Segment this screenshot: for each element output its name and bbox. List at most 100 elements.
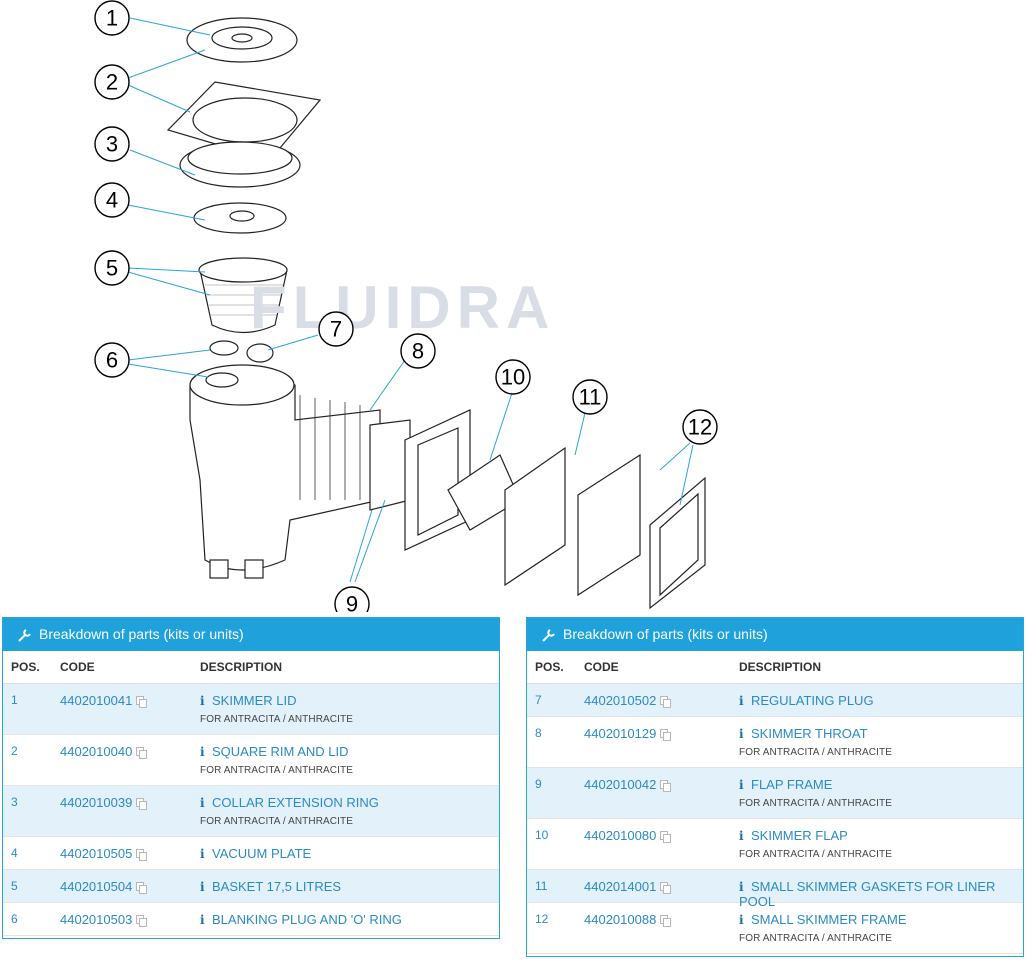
copy-icon[interactable] (660, 831, 672, 843)
row-pos: 10 (535, 828, 549, 842)
row-code[interactable]: 4402010129 (584, 717, 739, 767)
part-description-link[interactable]: VACUUM PLATE (212, 846, 312, 861)
copy-icon[interactable] (136, 849, 148, 861)
part-description-link[interactable]: SMALL SKIMMER FRAME (751, 912, 907, 927)
copy-icon[interactable] (660, 915, 672, 927)
table-header: POS. CODE DESCRIPTION (3, 651, 499, 684)
col-code: CODE (584, 660, 619, 674)
part-small-frame (577, 453, 641, 597)
info-icon[interactable]: i (200, 847, 205, 861)
row-code[interactable]: 4402010502 (584, 684, 739, 716)
info-icon[interactable]: i (739, 880, 744, 894)
part-code-link[interactable]: 4402010039 (60, 795, 133, 810)
callout-4 (94, 182, 130, 218)
row-code[interactable]: 4402010505 (60, 837, 200, 869)
part-code-link[interactable]: 4402010503 (60, 912, 133, 927)
part-code-link[interactable]: 4402010088 (584, 912, 657, 927)
info-icon[interactable]: i (200, 913, 205, 927)
row-description: i SKIMMER FLAP FOR ANTRACITA / ANTHRACITE (739, 819, 1023, 869)
part-code-link[interactable]: 4402014001 (584, 879, 657, 894)
part-regulating-plug (246, 343, 274, 363)
part-description-link[interactable]: SQUARE RIM AND LID (212, 744, 349, 759)
copy-icon[interactable] (660, 882, 672, 894)
part-description-link[interactable]: FLAP FRAME (751, 777, 833, 792)
row-pos: 8 (535, 726, 542, 740)
part-code-link[interactable]: 4402010504 (60, 879, 133, 894)
info-icon[interactable]: i (200, 880, 205, 894)
row-pos: 5 (11, 879, 18, 893)
row-pos: 4 (11, 846, 18, 860)
part-description-link[interactable]: BASKET 17,5 LITRES (212, 879, 342, 894)
row-code[interactable]: 4402010088 (584, 903, 739, 953)
row-code[interactable]: 4402010503 (60, 903, 200, 935)
callout-label-12: 12 (688, 415, 712, 440)
callout-label-10: 10 (501, 365, 525, 390)
info-icon[interactable]: i (739, 829, 744, 843)
wrench-icon (18, 628, 31, 642)
row-code[interactable]: 4402010040 (60, 735, 200, 785)
row-description: i REGULATING PLUG (739, 684, 1023, 716)
info-icon[interactable]: i (200, 694, 205, 708)
copy-icon[interactable] (136, 882, 148, 894)
part-code-link[interactable]: 4402010080 (584, 828, 657, 843)
row-pos: 9 (535, 777, 542, 791)
info-icon[interactable]: i (739, 727, 744, 741)
part-description-link[interactable]: COLLAR EXTENSION RING (212, 795, 379, 810)
info-icon[interactable]: i (739, 778, 744, 792)
part-code-link[interactable]: 4402010040 (60, 744, 133, 759)
info-icon[interactable]: i (200, 745, 205, 759)
col-description: DESCRIPTION (200, 660, 283, 674)
part-code-link[interactable]: 4402010041 (60, 693, 133, 708)
callout-11 (572, 379, 608, 415)
part-description-link[interactable]: SKIMMER LID (212, 693, 297, 708)
part-code-link[interactable]: 4402010505 (60, 846, 133, 861)
part-code-link[interactable]: 4402010042 (584, 777, 657, 792)
part-description-link[interactable]: SKIMMER FLAP (751, 828, 848, 843)
row-pos: 2 (11, 744, 18, 758)
row-code[interactable]: 4402010042 (584, 768, 739, 818)
row-pos: 12 (535, 912, 549, 926)
info-icon[interactable]: i (200, 796, 205, 810)
part-code-link[interactable]: 4402010502 (584, 693, 657, 708)
callout-label-4: 4 (106, 188, 118, 213)
row-code[interactable]: 4402010080 (584, 819, 739, 869)
copy-icon[interactable] (136, 696, 148, 708)
part-description-link[interactable]: SKIMMER THROAT (751, 726, 868, 741)
row-code[interactable]: 4402010039 (60, 786, 200, 836)
row-pos: 11 (535, 879, 548, 893)
part-description-link[interactable]: REGULATING PLUG (751, 693, 874, 708)
callout-6 (94, 342, 130, 378)
col-pos: POS. (535, 660, 564, 674)
part-note: FOR ANTRACITA / ANTHRACITE (200, 714, 353, 725)
callout-9 (334, 586, 370, 612)
callout-label-6: 6 (106, 348, 118, 373)
copy-icon[interactable] (136, 915, 148, 927)
part-code-link[interactable]: 4402010129 (584, 726, 657, 741)
info-icon[interactable]: i (739, 694, 744, 708)
copy-icon[interactable] (136, 747, 148, 759)
callout-8 (400, 333, 436, 369)
part-note: FOR ANTRACITA / ANTHRACITE (739, 849, 892, 860)
row-code[interactable]: 4402014001 (584, 870, 739, 902)
col-pos: POS. (11, 660, 40, 674)
info-icon[interactable]: i (739, 913, 744, 927)
part-basket (199, 269, 288, 334)
copy-icon[interactable] (660, 729, 672, 741)
copy-icon[interactable] (136, 798, 148, 810)
row-code[interactable]: 4402010041 (60, 684, 200, 734)
part-description-link[interactable]: SMALL SKIMMER GASKETS FOR LINER POOL (739, 879, 996, 909)
row-code[interactable]: 4402010504 (60, 870, 200, 902)
callout-10 (495, 359, 531, 395)
copy-icon[interactable] (660, 780, 672, 792)
callout-label-7: 7 (330, 317, 342, 342)
part-description-link[interactable]: BLANKING PLUG AND 'O' RING (212, 912, 402, 927)
copy-icon[interactable] (660, 696, 672, 708)
row-pos: 6 (11, 912, 18, 926)
